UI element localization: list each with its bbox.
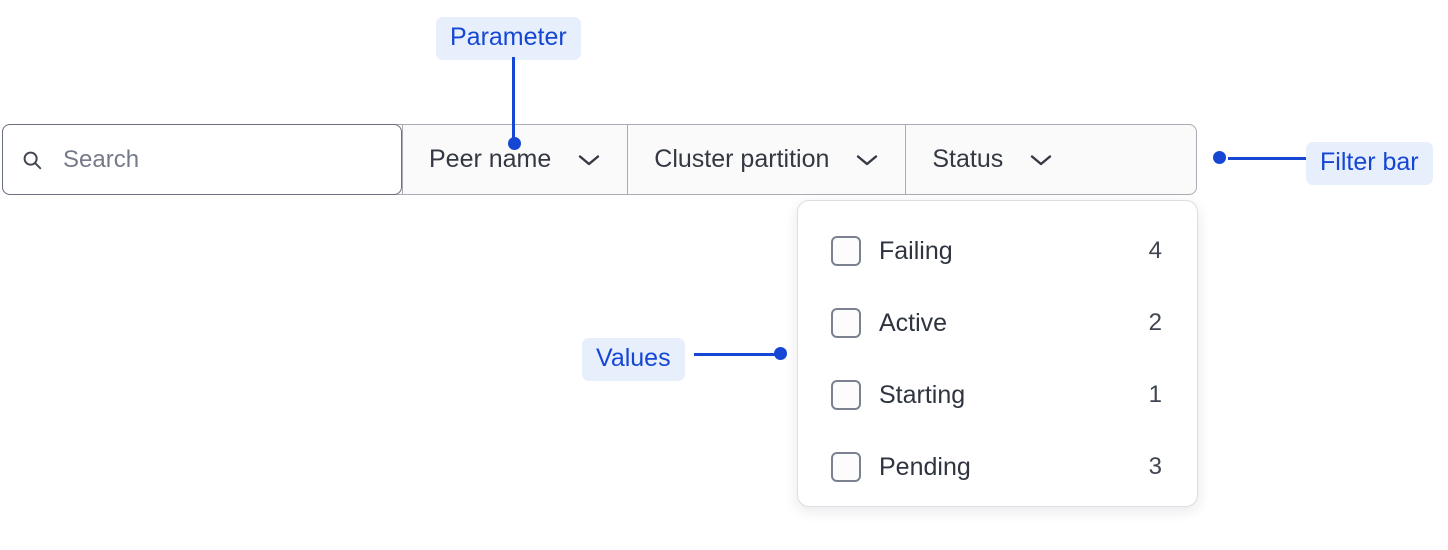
checkbox[interactable] xyxy=(831,236,861,266)
annotation-label-parameter: Parameter xyxy=(436,17,581,60)
filter-segment-label: Status xyxy=(932,145,1004,173)
filter-segment-label: Cluster partition xyxy=(654,145,830,173)
filter-bar: Peer name Cluster partition Status xyxy=(2,124,1197,195)
dropdown-option-active[interactable]: Active 2 xyxy=(798,287,1197,359)
annotation-label-filter-bar: Filter bar xyxy=(1306,142,1433,185)
annotation-dot-parameter xyxy=(508,137,521,150)
dropdown-option-label: Pending xyxy=(879,452,971,481)
checkbox[interactable] xyxy=(831,308,861,338)
dropdown-option-label: Active xyxy=(879,308,948,337)
dropdown-option-failing[interactable]: Failing 4 xyxy=(798,215,1197,287)
search-box[interactable] xyxy=(2,124,402,195)
chevron-down-icon xyxy=(857,154,878,165)
checkbox[interactable] xyxy=(831,452,861,482)
annotation-dot-values xyxy=(774,347,787,360)
annotation-leader-line-values xyxy=(694,353,782,356)
status-dropdown-panel: Failing 4 Active 2 Starting 1 Pending 3 xyxy=(797,200,1198,507)
search-icon xyxy=(23,151,42,169)
dropdown-option-label: Starting xyxy=(879,380,966,409)
chevron-down-icon xyxy=(1031,154,1052,165)
filter-segment-status[interactable]: Status xyxy=(905,125,1080,194)
dropdown-option-count: 3 xyxy=(1148,453,1162,480)
dropdown-option-label: Failing xyxy=(879,236,953,265)
filter-segment-label: Peer name xyxy=(429,145,552,173)
filter-segment-cluster-partition[interactable]: Cluster partition xyxy=(627,125,906,194)
search-input[interactable] xyxy=(63,145,383,174)
dropdown-option-pending[interactable]: Pending 3 xyxy=(798,431,1197,503)
annotation-label-values: Values xyxy=(582,338,685,381)
annotation-dot-filter-bar xyxy=(1213,151,1226,164)
checkbox[interactable] xyxy=(831,380,861,410)
dropdown-option-starting[interactable]: Starting 1 xyxy=(798,359,1197,431)
chevron-down-icon xyxy=(579,154,600,165)
dropdown-option-count: 2 xyxy=(1148,309,1162,336)
dropdown-option-count: 1 xyxy=(1148,381,1162,408)
annotation-leader-line-parameter xyxy=(512,57,515,143)
annotation-leader-line-filter-bar xyxy=(1228,157,1306,160)
dropdown-option-count: 4 xyxy=(1148,237,1162,264)
